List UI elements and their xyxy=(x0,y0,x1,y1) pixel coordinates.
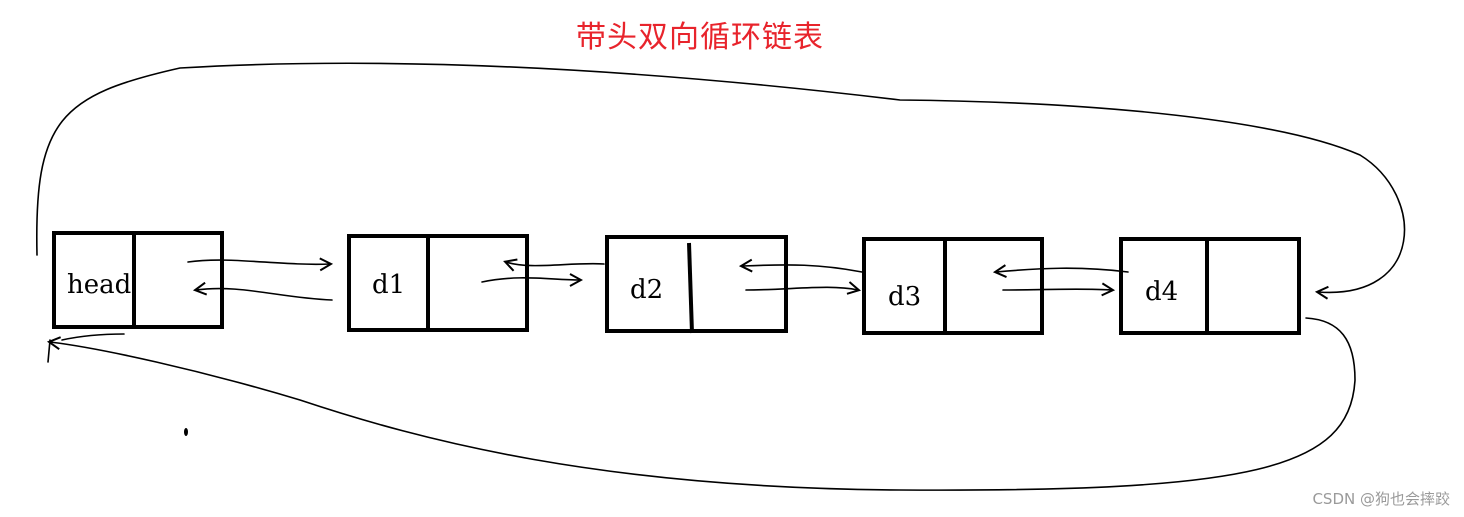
arrow-d3-to-d2 xyxy=(742,265,863,273)
arrow-tail-stroke-2 xyxy=(61,333,125,341)
node-head: head xyxy=(52,231,224,329)
arrow-d3-to-d4 xyxy=(1002,289,1112,290)
node-label-head: head xyxy=(67,270,131,300)
node-d4: d4 xyxy=(1119,237,1301,335)
node-d1: d1 xyxy=(347,234,529,332)
arrow-d2-to-d3 xyxy=(745,287,858,290)
arrow-d1-to-head xyxy=(196,289,333,301)
arrow-d4-to-head-circular xyxy=(50,317,1356,491)
arrow-d4-to-d3 xyxy=(996,268,1129,272)
diagram-title: 带头双向循环链表 xyxy=(576,20,824,55)
arrow-d1-to-d2 xyxy=(481,278,580,282)
node-label-d2: d2 xyxy=(630,275,663,305)
stray-dot xyxy=(184,428,188,436)
node-label-d1: d1 xyxy=(372,270,405,300)
node-label-d3: d3 xyxy=(888,282,921,312)
node-d3: d3 xyxy=(862,237,1044,335)
node-d2: d2 xyxy=(605,235,788,334)
arrow-tail-stroke xyxy=(47,339,51,363)
node-label-d4: d4 xyxy=(1145,277,1178,307)
arrow-head-to-d4-circular xyxy=(35,62,1406,292)
watermark-text: CSDN @狗也会摔跤 xyxy=(1312,490,1450,508)
arrow-d2-to-d1 xyxy=(506,262,605,266)
arrow-head-to-d1 xyxy=(187,260,330,264)
